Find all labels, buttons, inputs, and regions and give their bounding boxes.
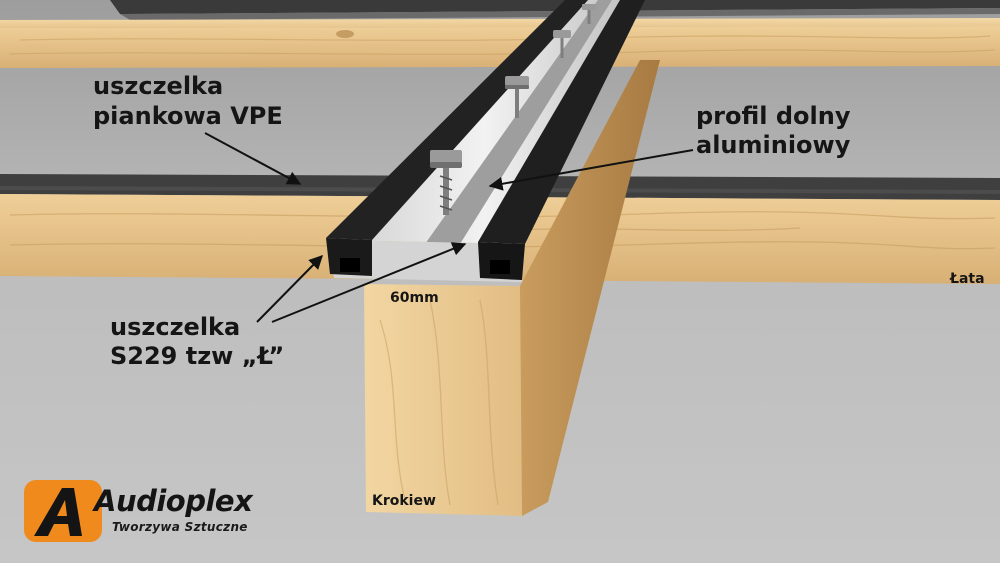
rafter-side (520, 60, 660, 516)
rafter-grain (379, 299, 499, 506)
arrow-s229-right (271, 242, 467, 323)
label-batten: Łata (950, 271, 985, 287)
gasket-left-front (326, 238, 372, 276)
screw (505, 76, 529, 118)
upper-panel (110, 0, 1000, 14)
logo-a-mark-icon (24, 480, 102, 542)
aluminium-profile-groove (425, 0, 612, 244)
audioplex-logo: Audioplex Tworzywa Sztuczne (24, 480, 284, 544)
label-width: 60mm (390, 290, 439, 306)
gasket-left-slot (340, 258, 360, 272)
arrow-profile (488, 149, 694, 191)
gasket-left (326, 0, 588, 240)
arrow-vpe (204, 132, 302, 185)
label-s229-line2: S229 tzw „Ł” (110, 342, 285, 370)
label-profile-line1: profil dolny (696, 102, 851, 130)
aluminium-profile-front (330, 240, 525, 282)
logo-tagline: Tworzywa Sztuczne (112, 520, 248, 534)
upper-batten-front (0, 26, 1000, 68)
label-vpe-line1: uszczelka (93, 72, 224, 100)
arrow-s229-left (256, 255, 323, 323)
rafter-front (364, 284, 522, 516)
screw (553, 30, 571, 58)
wood-knot (336, 30, 354, 38)
gasket-right (478, 0, 645, 244)
label-s229-line1: uszczelka (110, 313, 241, 341)
logo-brand-text: Audioplex (94, 484, 253, 518)
label-profile-line2: aluminiowy (696, 131, 851, 159)
screw (582, 4, 596, 24)
screw (430, 150, 462, 215)
label-vpe-line2: piankowa VPE (93, 102, 283, 130)
upper-batten-top (0, 18, 1000, 28)
label-rafter: Krokiew (372, 493, 436, 509)
gasket-right-slot (490, 260, 510, 274)
